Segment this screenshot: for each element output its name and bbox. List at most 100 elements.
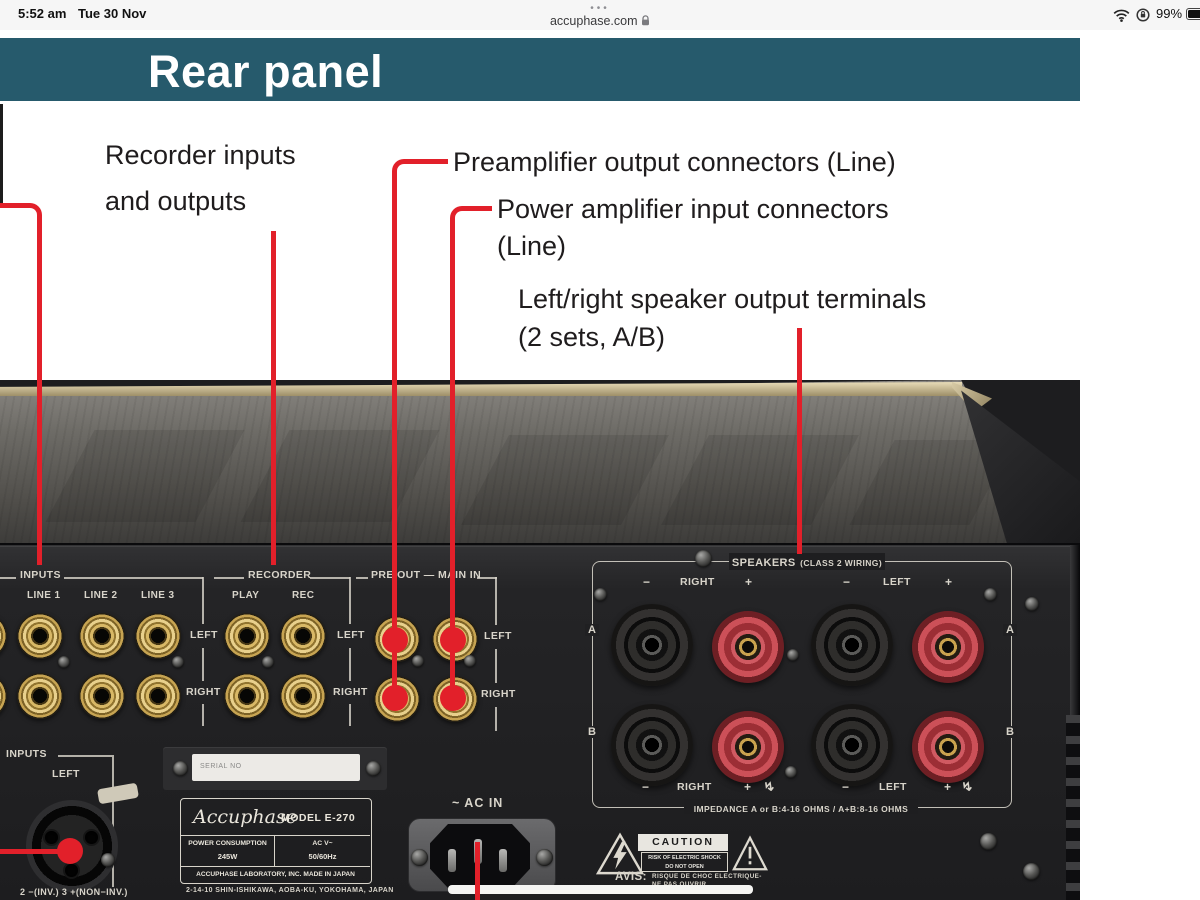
screw (412, 655, 424, 667)
url-bar[interactable]: accuphase.com (0, 14, 1200, 28)
xlr-pin-label: 2 −(INV.) 3 +(NON−INV.) (20, 887, 128, 897)
avis-line1: RISQUE DE CHOC ELECTRIQUE- (652, 873, 762, 880)
ac-pin (499, 849, 507, 872)
impedance-label: IMPEDANCE A or B:4-16 OHMS / A+B:8-16 OH… (693, 804, 909, 814)
serial-label: SERIAL NO (200, 763, 242, 770)
url-text: accuphase.com (549, 14, 638, 28)
battery-percent: 99% (1156, 6, 1183, 21)
leader-line-preamp (392, 159, 448, 705)
rca-jack (0, 613, 7, 659)
leader-line-recorder (271, 231, 276, 565)
callout-recorder-line1: Recorder inputs (105, 140, 296, 170)
leader-line-balanced (0, 849, 72, 854)
caution-title: CAUTION (638, 834, 728, 851)
heatsink-fins (1066, 715, 1080, 900)
speakers-right-label: RIGHT (677, 781, 712, 793)
label-line1: LINE 1 (27, 590, 61, 601)
screw (58, 656, 70, 668)
tab-dots[interactable]: ••• (590, 3, 610, 14)
rca-jack (79, 673, 125, 719)
avis-label: AVIS: (615, 871, 647, 883)
binding-post-black (611, 704, 693, 786)
screw (536, 849, 553, 866)
accuphase-logo: Accuphase (193, 806, 297, 828)
battery-icon (1186, 8, 1200, 20)
model-number: MODEL E-270 (281, 812, 356, 824)
leader-dot (382, 685, 408, 711)
polarity-minus: − (642, 780, 650, 794)
orientation-lock-icon (1136, 8, 1150, 22)
rca-jack (0, 673, 7, 719)
rca-jack (79, 613, 125, 659)
label-rec: REC (292, 590, 315, 601)
ac-pin (448, 849, 456, 872)
rca-jack (224, 673, 270, 719)
rca-jack (280, 613, 326, 659)
ac-label: AC V~ (312, 840, 333, 847)
set-b-label: B (1003, 726, 1017, 738)
callout-preamp: Preamplifier output connectors (Line) (453, 147, 896, 177)
binding-post-red (712, 611, 784, 683)
caution-risk-line1: RISK OF ELECTRIC SHOCK (648, 855, 721, 861)
row-right: RIGHT (186, 686, 221, 698)
company-line: ACCUPHASE LABORATORY, INC. MADE IN JAPAN (196, 871, 355, 878)
polarity-plus: + (744, 780, 752, 794)
serial-strip: SERIAL NO (192, 754, 360, 781)
screw (984, 588, 997, 601)
callout-speaker-line2: (2 sets, A/B) (518, 322, 666, 352)
label-line3: LINE 3 (141, 590, 175, 601)
screw (101, 853, 115, 867)
speakers-left-label: LEFT (879, 781, 907, 793)
screw (594, 588, 607, 601)
leader-dot (440, 627, 466, 653)
screw (695, 550, 712, 567)
row-left: LEFT (484, 630, 512, 642)
row-left: LEFT (190, 629, 218, 641)
speakers-left-label: LEFT (883, 576, 911, 588)
screw (785, 766, 797, 778)
callout-poweramp-line2: (Line) (497, 231, 567, 261)
reflection-strip (448, 885, 753, 894)
caution-risk-box: RISK OF ELECTRIC SHOCK DO NOT OPEN (641, 852, 728, 872)
screw (980, 833, 997, 850)
set-b-label: B (585, 726, 599, 738)
rca-jack (280, 673, 326, 719)
serial-plate: SERIAL NO (163, 747, 387, 790)
polarity-minus: − (643, 575, 651, 589)
screw (262, 656, 274, 668)
ac-value: 50/60Hz (308, 852, 337, 861)
set-a-label: A (1003, 624, 1017, 636)
balanced-left-label: LEFT (52, 768, 80, 780)
rca-jack (135, 613, 181, 659)
status-bar: 5:52 am Tue 30 Nov ••• accuphase.com 99% (0, 0, 1200, 30)
speakers-header: SPEAKERS (CLASS 2 WIRING) (729, 553, 885, 570)
callout-speaker-line1: Left/right speaker output terminals (518, 284, 927, 314)
section-line-inputs: INPUTS (20, 569, 61, 581)
polarity-minus: − (842, 780, 850, 794)
screw (1025, 597, 1039, 611)
polarity-plus: + (944, 780, 952, 794)
leader-line-inputs (0, 203, 42, 565)
clock: 5:52 am (18, 6, 67, 21)
leader-dot (382, 627, 408, 653)
rca-jack (17, 673, 63, 719)
xlr-connector (26, 800, 118, 892)
label-play: PLAY (232, 590, 260, 601)
section-balanced-inputs: INPUTS (6, 748, 47, 760)
slide-header: Rear panel (0, 38, 1080, 101)
screw (172, 656, 184, 668)
binding-post-red (712, 711, 784, 783)
binding-post-red (912, 711, 984, 783)
power-consumption-value: 245W (217, 852, 238, 861)
callout-recorder-line2: and outputs (105, 186, 247, 216)
screw (366, 761, 381, 776)
ac-in-label: ~ AC IN (452, 796, 504, 810)
exclamation-triangle-icon (732, 835, 768, 871)
callout-poweramp-line1: Power amplifier input connectors (497, 194, 889, 224)
screw (787, 649, 799, 661)
polarity-minus: − (843, 575, 851, 589)
model-plate: Accuphase MODEL E-270 POWER CONSUMPTION … (180, 798, 372, 884)
power-consumption-label: POWER CONSUMPTION (188, 840, 267, 847)
polarity-plus: + (745, 575, 753, 589)
